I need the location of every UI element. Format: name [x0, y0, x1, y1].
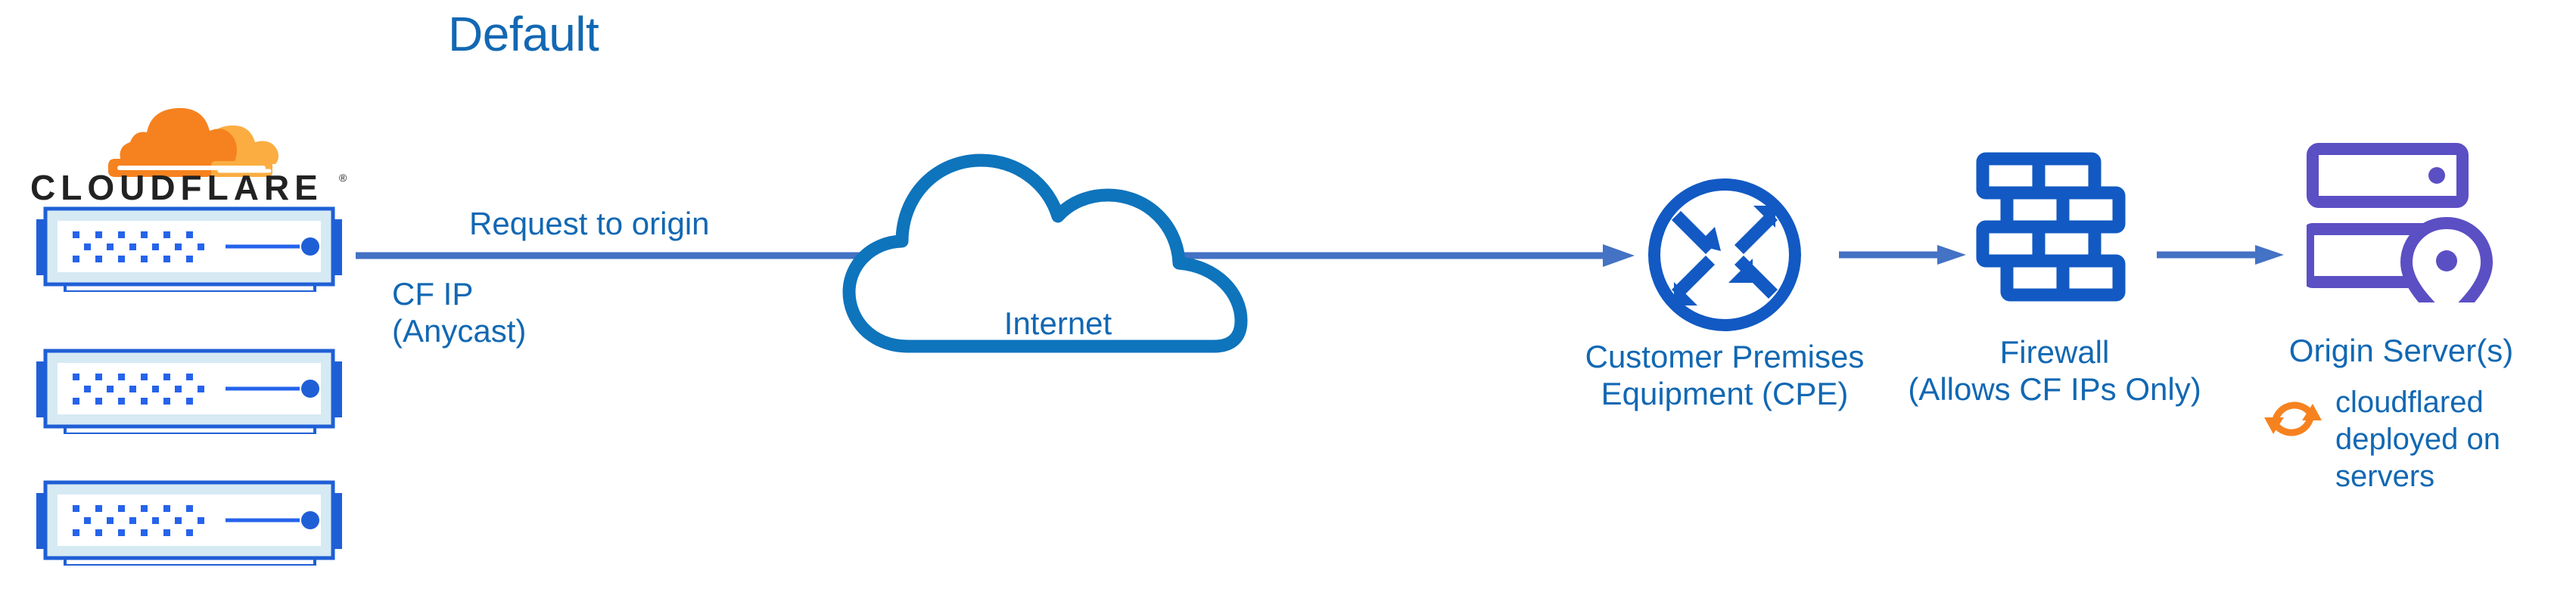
cloudflare-wordmark: CLOUDFLARE	[30, 168, 323, 204]
label-firewall-line2: (Allows CF IPs Only)	[1908, 371, 2201, 407]
cloudflare-cloud-mark	[108, 107, 278, 177]
label-cpe: Customer Premises Equipment (CPE)	[1524, 339, 1925, 412]
label-firewall-line1: Firewall	[1999, 334, 2110, 370]
cloudflared-note: cloudflared deployed on servers	[2261, 384, 2564, 495]
arrow-cpe-to-firewall	[1839, 243, 1966, 266]
cf-server-2	[23, 345, 356, 434]
router-icon	[1645, 175, 1804, 334]
label-cf-ip-line1: CF IP	[392, 276, 474, 312]
sync-refresh-icon	[2261, 387, 2325, 451]
arrow-firewall-to-origin	[2157, 243, 2284, 266]
cloudflared-label: cloudflared deployed on servers	[2335, 386, 2500, 493]
cf-server-3	[23, 476, 356, 566]
registered-mark: ®	[339, 172, 347, 184]
cloud-icon	[838, 106, 1277, 355]
label-firewall: Firewall (Allows CF IPs Only)	[1892, 334, 2217, 408]
page-title: Default	[448, 7, 599, 61]
label-request-to-origin: Request to origin	[469, 206, 710, 241]
label-internet: Internet	[1003, 305, 1112, 341]
label-cf-ip: CF IP (Anycast)	[392, 276, 526, 349]
server-rack-pin-icon	[2307, 140, 2496, 302]
svg-text:CLOUDFLARE: CLOUDFLARE	[30, 168, 323, 204]
label-cpe-line1: Customer Premises	[1585, 339, 1865, 374]
label-origin-server: Origin Server(s)	[2288, 333, 2514, 368]
cloudflare-logo: CLOUDFLARE ®	[30, 106, 348, 204]
label-cpe-line2: Equipment (CPE)	[1601, 375, 1849, 411]
cf-server-1	[23, 203, 356, 292]
label-cf-ip-line2: (Anycast)	[392, 312, 527, 349]
brick-wall-icon	[1975, 151, 2126, 306]
